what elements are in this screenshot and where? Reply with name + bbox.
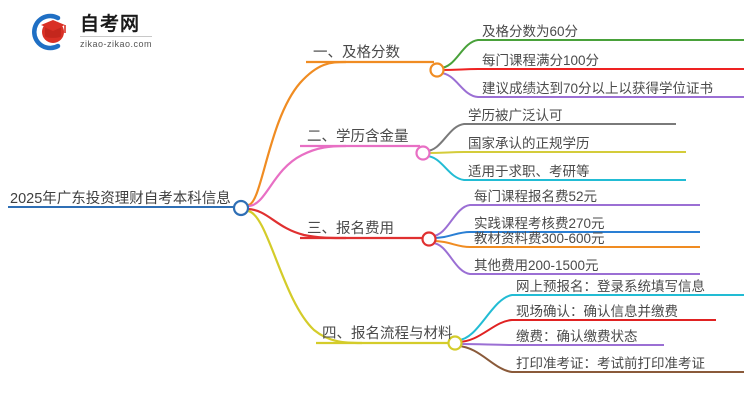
edge-root-branch-2 <box>247 144 347 208</box>
leaf-label-1-2[interactable]: 每门课程满分100分 <box>482 53 600 68</box>
branch-label-1[interactable]: 一、及格分数 <box>313 45 400 61</box>
branch-label-2[interactable]: 二、学历含金量 <box>307 129 409 145</box>
edge-b4-child-3 <box>457 343 664 346</box>
edge-b1-child-2 <box>439 68 744 71</box>
leaf-label-3-1[interactable]: 每门课程报名费52元 <box>474 189 598 204</box>
leaf-label-4-1[interactable]: 网上预报名：登录系统填写信息 <box>516 279 705 294</box>
node-root[interactable] <box>232 199 250 217</box>
leaf-label-4-2[interactable]: 现场确认：确认信息并缴费 <box>516 304 678 319</box>
node-branch-1[interactable] <box>429 62 445 78</box>
branch-label-4[interactable]: 四、报名流程与材料 <box>322 326 453 342</box>
branch-label-3[interactable]: 三、报名费用 <box>307 221 394 237</box>
leaf-label-4-3[interactable]: 缴费：确认缴费状态 <box>516 329 638 344</box>
leaf-label-2-3[interactable]: 适用于求职、考研等 <box>468 164 590 179</box>
logo-name-cn: 自考网 <box>80 15 153 37</box>
leaf-label-3-2[interactable]: 实践课程考核费270元 <box>474 216 605 231</box>
site-logo: 自考网 zikao-zikao.com <box>28 12 153 52</box>
leaf-label-1-1[interactable]: 及格分数为60分 <box>482 24 579 39</box>
node-branch-3[interactable] <box>421 231 437 247</box>
leaf-label-3-3[interactable]: 教材资料费300-600元 <box>474 231 605 246</box>
logo-text: 自考网 zikao-zikao.com <box>80 15 153 49</box>
logo-name-en: zikao-zikao.com <box>80 39 153 49</box>
leaf-label-2-1[interactable]: 学历被广泛认可 <box>468 108 563 123</box>
root-node-label[interactable]: 2025年广东投资理财自考本科信息 <box>10 191 231 207</box>
graduation-cap-icon <box>28 12 72 52</box>
edge-b2-child-2 <box>425 151 686 154</box>
leaf-label-2-2[interactable]: 国家承认的正规学历 <box>468 136 590 151</box>
leaf-label-3-4[interactable]: 其他费用200-1500元 <box>474 258 599 273</box>
leaf-label-4-4[interactable]: 打印准考证：考试前打印准考证 <box>516 356 705 371</box>
node-branch-2[interactable] <box>415 145 431 161</box>
leaf-label-1-3[interactable]: 建议成绩达到70分以上以获得学位证书 <box>482 81 714 96</box>
logo-mark-svg <box>32 13 66 51</box>
